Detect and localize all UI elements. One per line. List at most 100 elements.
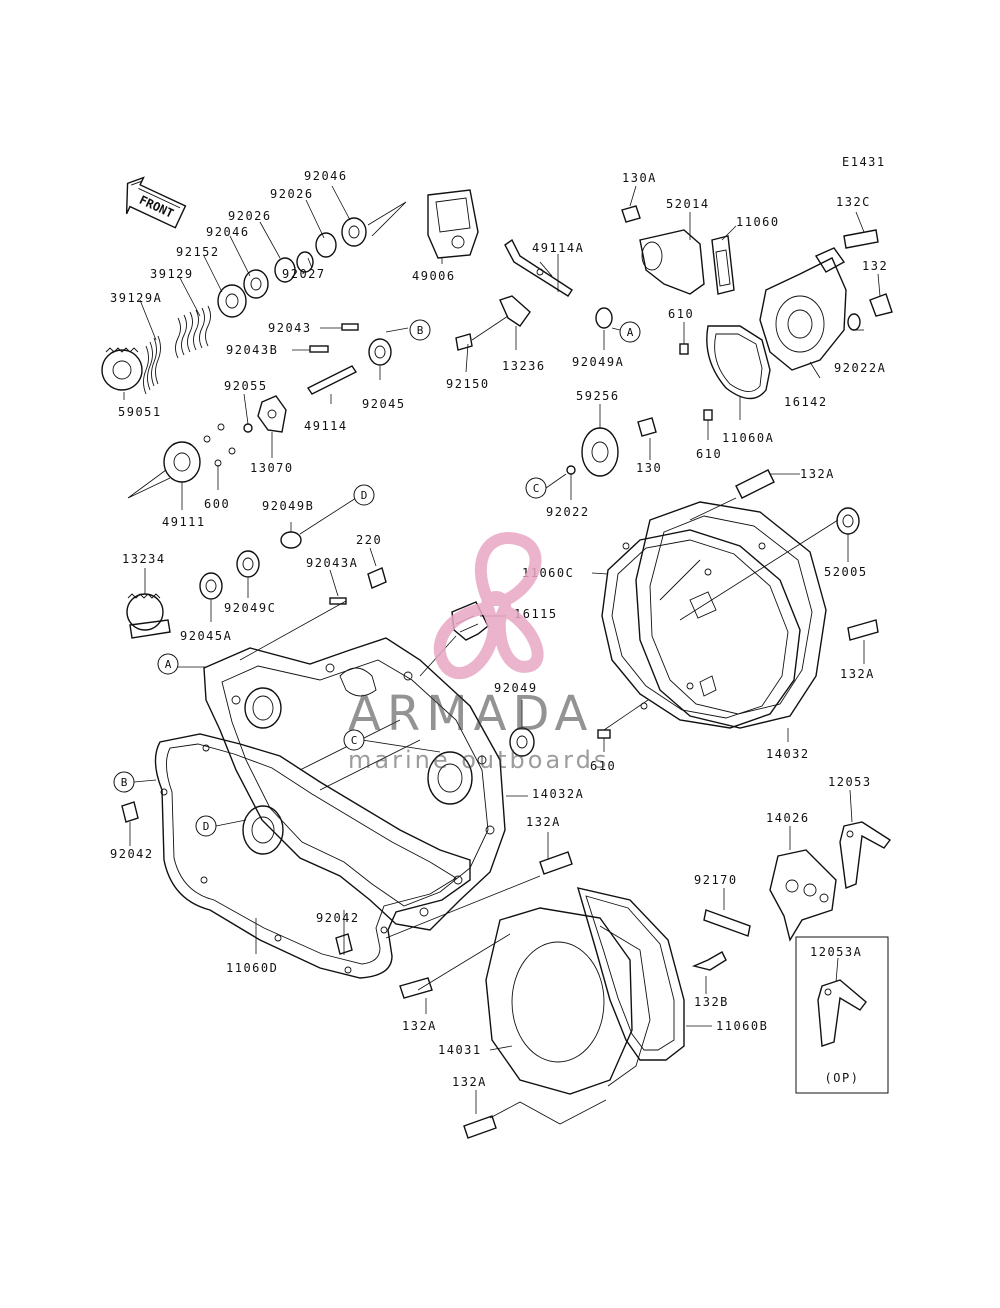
part-label: 11060B — [716, 1019, 768, 1033]
gasket-11060A — [706, 325, 771, 400]
bolt-132B — [691, 951, 727, 971]
seal-92049A — [595, 307, 613, 329]
callout-b-1: D — [353, 484, 375, 506]
part-label: 49114A — [532, 241, 584, 255]
gasket-11060C — [601, 529, 801, 729]
shaft-49114 — [306, 365, 358, 395]
part-label: 610 — [590, 759, 616, 773]
armada-watermark: ARMADA marine outboards — [348, 532, 606, 774]
part-label: 59256 — [576, 389, 620, 403]
part-label: 52014 — [666, 197, 710, 211]
part-label: 92026 — [228, 209, 272, 223]
svg-text:D: D — [361, 489, 368, 502]
part-label: 92152 — [176, 245, 220, 259]
gasket-11060B — [576, 887, 685, 1061]
bracket-14026 — [769, 849, 837, 942]
svg-text:A: A — [165, 658, 172, 671]
part-label: 132A — [800, 467, 835, 481]
part-label: 12053 — [828, 775, 872, 789]
washer-92022A — [847, 313, 861, 331]
seal-92049B — [280, 531, 302, 549]
part-label: 92046 — [304, 169, 348, 183]
part-label: 92042 — [110, 847, 154, 861]
part-label: 610 — [696, 447, 722, 461]
part-label: 92026 — [270, 187, 314, 201]
part-label: 12053A — [810, 945, 862, 959]
shaft-49114A — [504, 238, 573, 297]
kick-shaft-49111 — [127, 441, 201, 499]
part-label: 11060D — [226, 961, 278, 975]
bolt-132A-top — [735, 469, 775, 499]
part-label: 14032 — [766, 747, 810, 761]
ring-92055 — [243, 423, 253, 433]
part-label: 92045 — [362, 397, 406, 411]
crankcase-cover-14032A — [203, 637, 506, 931]
plate-92170 — [703, 909, 751, 937]
part-label: 92046 — [206, 225, 250, 239]
gear-13234 — [126, 593, 171, 639]
propeller-logo-icon — [433, 532, 544, 680]
part-labels: 92046 92026 92026 92046 92152 39129 3912… — [110, 169, 888, 1089]
dowel-610-a — [679, 343, 689, 355]
option-box-label: (OP) — [825, 1071, 860, 1085]
part-label: 92022A — [834, 361, 886, 375]
part-label: 92150 — [446, 377, 490, 391]
pin-92043A — [329, 597, 347, 605]
callout-a-1: B — [409, 319, 431, 341]
bolt-130 — [637, 417, 657, 437]
balls-600 — [203, 423, 236, 467]
washer-92022 — [566, 465, 576, 475]
part-label: 132A — [840, 667, 875, 681]
bearing-92045A — [199, 572, 223, 600]
bracket-12053A — [817, 979, 867, 1047]
pin-92043B — [309, 345, 329, 353]
bracket-12053 — [839, 821, 892, 889]
option-box — [795, 936, 889, 1094]
bolt-130A — [621, 205, 641, 223]
bracket-13236 — [455, 295, 531, 351]
gasket-11060D — [154, 733, 471, 979]
part-label: 13236 — [502, 359, 546, 373]
part-label: 220 — [356, 533, 382, 547]
part-label: 39129A — [110, 291, 162, 305]
impeller-13070 — [257, 395, 287, 433]
part-label: 92055 — [224, 379, 268, 393]
svg-text:B: B — [121, 776, 128, 789]
part-label: 600 — [204, 497, 230, 511]
part-label: 13234 — [122, 552, 166, 566]
part-label: 92043A — [306, 556, 358, 570]
part-label: 132A — [402, 1019, 437, 1033]
part-label: 11060A — [722, 431, 774, 445]
pump-housing-49006 — [427, 189, 479, 259]
part-label: 132A — [452, 1075, 487, 1089]
svg-text:B: B — [417, 324, 424, 337]
part-label: 92027 — [282, 267, 326, 281]
svg-text:D: D — [203, 820, 210, 833]
pump-cover-16142 — [759, 247, 847, 371]
bolt-132A-right — [847, 619, 879, 641]
part-label: 132 — [862, 259, 888, 273]
part-label: 49114 — [304, 419, 348, 433]
leader-lines — [123, 185, 881, 1125]
bolt-132A-mid — [539, 851, 573, 875]
generator-cover-14031 — [485, 907, 651, 1095]
watermark-brand: ARMADA — [348, 686, 593, 742]
callout-c-2: C — [343, 729, 365, 751]
callout-c-1: C — [525, 477, 547, 499]
part-label: 92045A — [180, 629, 232, 643]
pin-92043 — [341, 323, 359, 331]
part-label: 14026 — [766, 811, 810, 825]
part-label: 16142 — [784, 395, 828, 409]
part-label: 49006 — [412, 269, 456, 283]
bearing-92045 — [368, 338, 392, 366]
part-label: 11060 — [736, 215, 780, 229]
part-label: 92022 — [546, 505, 590, 519]
part-label: 132B — [694, 995, 729, 1009]
callout-b-2: B — [113, 771, 135, 793]
diagram-code: E1431 — [842, 155, 886, 169]
svg-text:C: C — [351, 734, 358, 747]
part-label: 92049A — [572, 355, 624, 369]
clutch-cover-14032 — [635, 501, 827, 729]
part-label: 92049C — [224, 601, 276, 615]
part-label: 92049B — [262, 499, 314, 513]
